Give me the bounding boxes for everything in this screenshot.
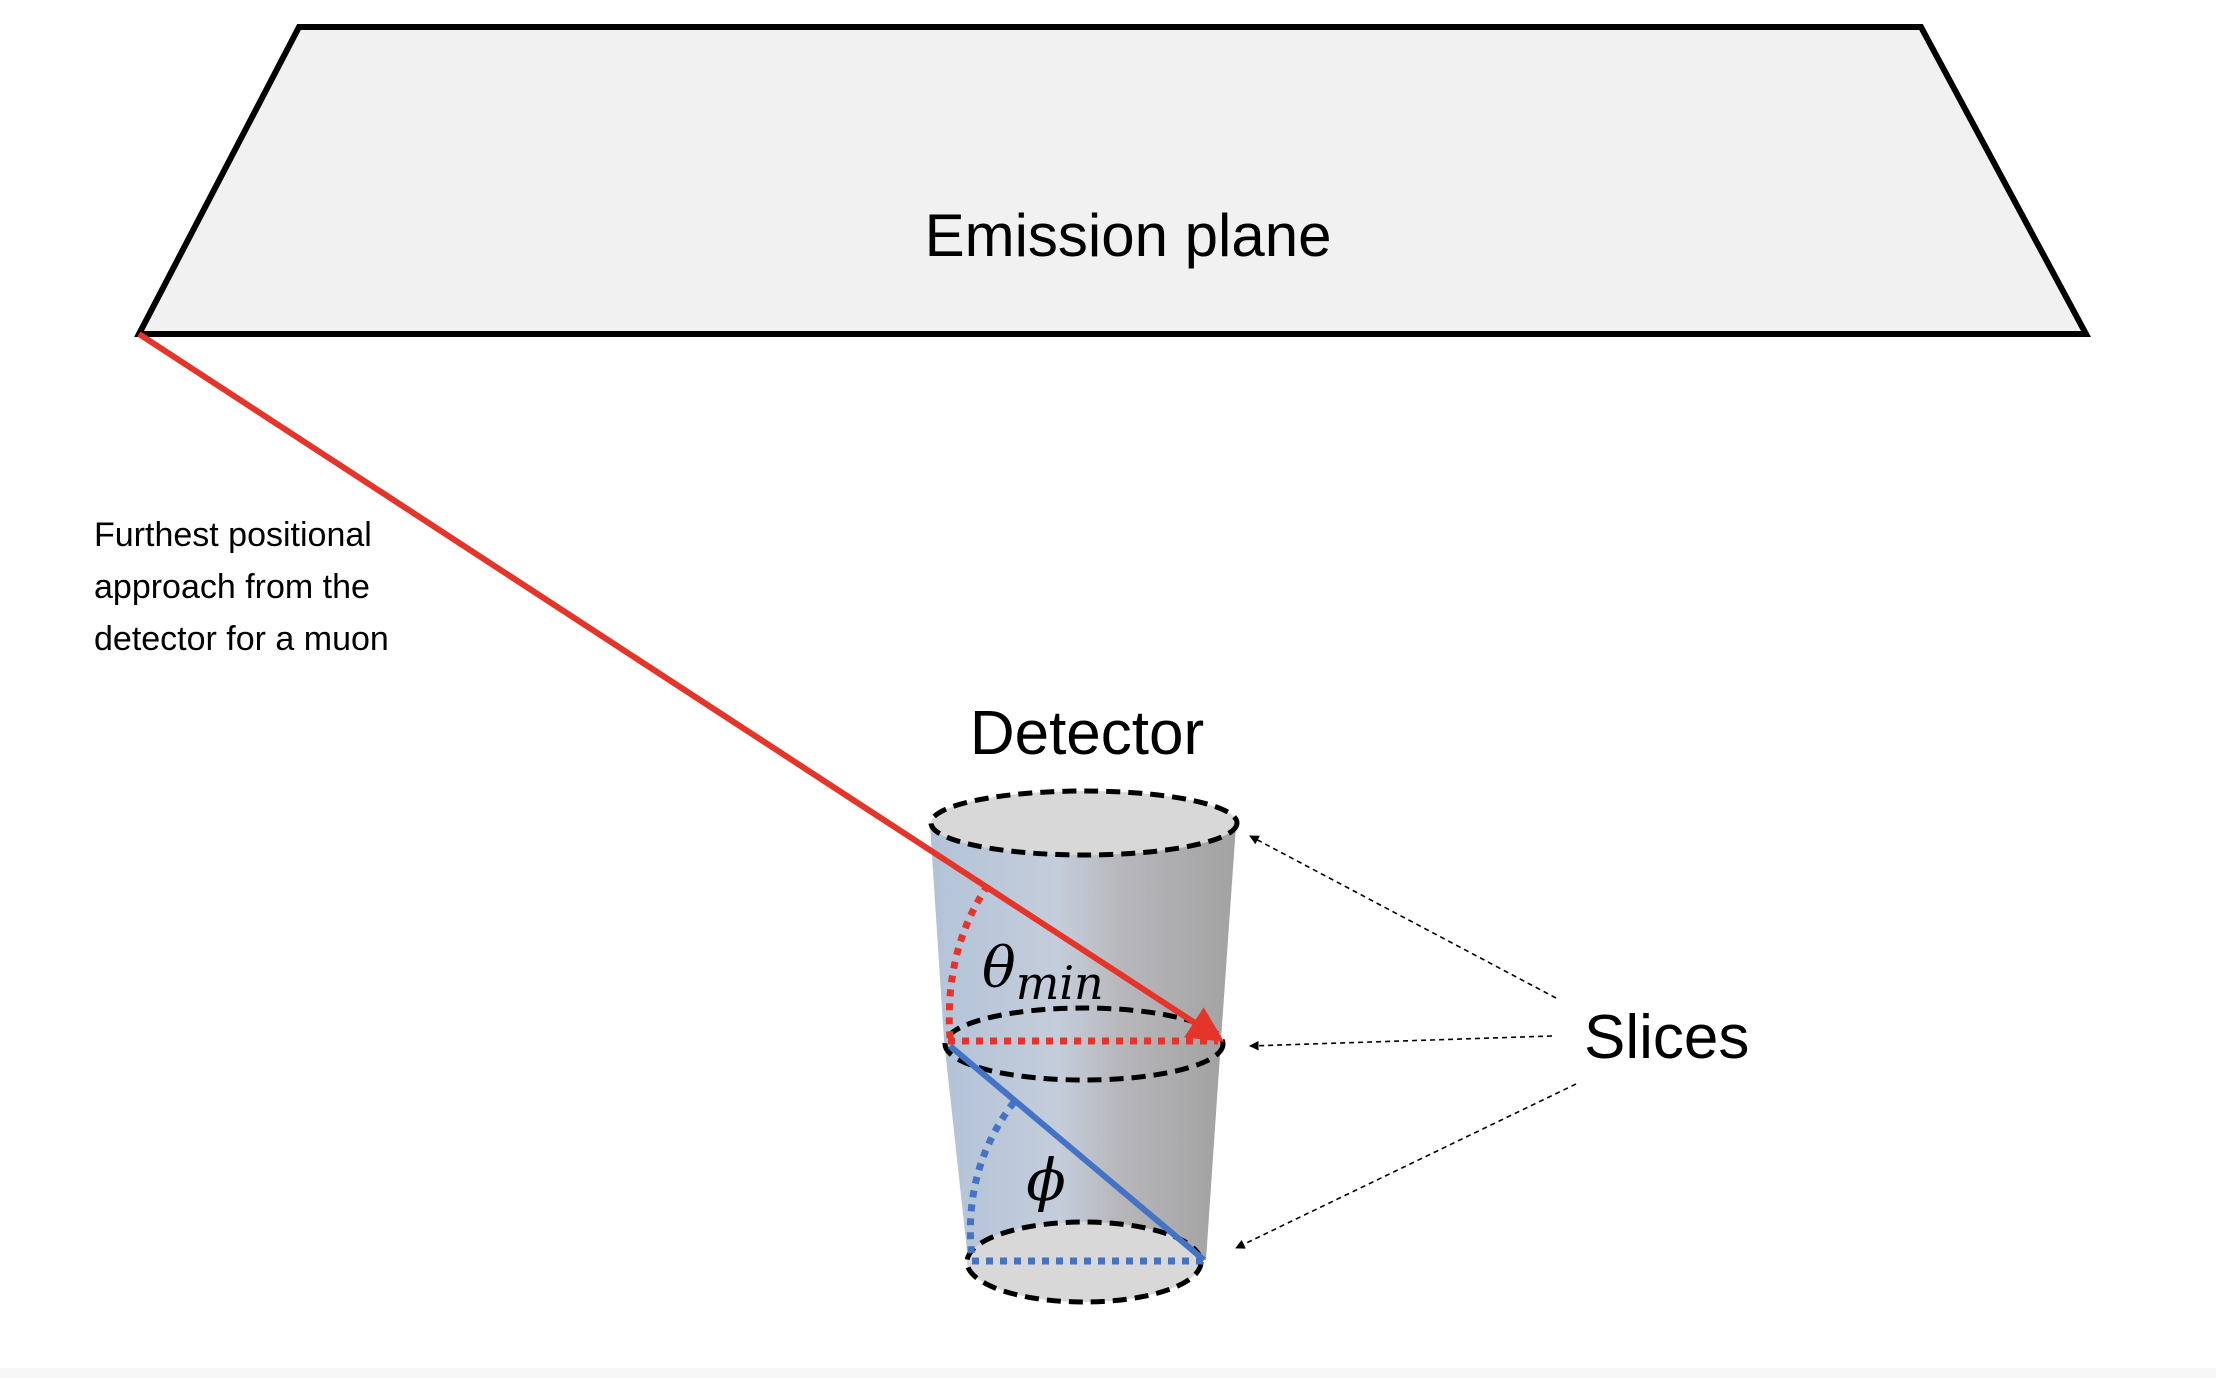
furthest-approach-track xyxy=(137,331,1225,1042)
slices-label: Slices xyxy=(1584,1003,1749,1072)
detector-lower-section xyxy=(944,1040,1221,1260)
middle-slice-ellipse xyxy=(942,1005,1226,1083)
theta-min-arc xyxy=(945,883,991,1039)
annotation-line-2: approach from the xyxy=(94,568,370,606)
phi-arc xyxy=(966,1099,1017,1259)
phi-label: ϕ xyxy=(1026,1146,1066,1214)
bottom-strip xyxy=(0,1368,2216,1378)
slice-pointer-top xyxy=(1249,835,1557,999)
annotation-line-1: Furthest positional xyxy=(94,516,372,554)
emission-plane xyxy=(134,24,2092,337)
detector-label: Detector xyxy=(970,699,1204,768)
slice-diagonal-track xyxy=(948,1043,1206,1263)
furthest-approach-annotation: Furthest positional approach from the de… xyxy=(94,516,389,658)
emission-plane-label: Emission plane xyxy=(925,202,1332,269)
detector-upper-section xyxy=(930,825,1236,1040)
annotation-line-3: detector for a muon xyxy=(94,620,389,658)
theta-min-label: θmin xyxy=(982,936,1104,1010)
slice-pointer-middle xyxy=(1249,1035,1553,1051)
slice-pointer-bottom xyxy=(1235,1083,1577,1249)
top-slice-ellipse xyxy=(928,788,1240,858)
